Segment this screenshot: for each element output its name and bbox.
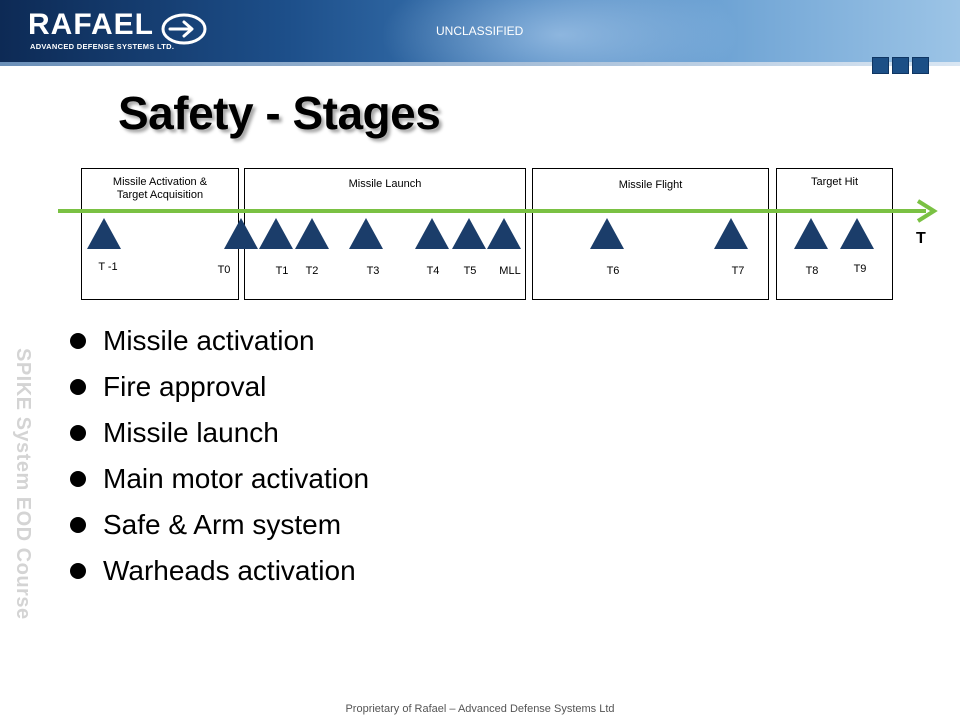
marker-label: MLL: [499, 265, 521, 277]
list-item-text: Missile activation: [103, 325, 315, 356]
marker-label: T7: [731, 265, 745, 277]
list-item: Warheads activation: [70, 548, 369, 594]
marker-label: T5: [463, 265, 477, 277]
marker-label: T1: [275, 265, 289, 277]
marker-label: T4: [426, 265, 440, 277]
stage-label-line: Target Acquisition: [116, 189, 204, 201]
marker-triangle: [714, 218, 748, 249]
list-item: Missile activation: [70, 318, 369, 364]
header-banner: [0, 0, 960, 66]
time-axis-label: T: [916, 230, 926, 247]
bullet-dot-icon: [70, 517, 86, 533]
marker-label: T3: [366, 265, 380, 277]
marker-label: T2: [305, 265, 319, 277]
marker-triangle: [295, 218, 329, 249]
company-logo-text: RAFAEL: [28, 8, 154, 41]
bullet-dot-icon: [70, 333, 86, 349]
timeline-arrow: [58, 199, 938, 223]
timeline-arrowhead: [916, 199, 938, 223]
list-item-text: Safe & Arm system: [103, 509, 342, 540]
bullet-dot-icon: [70, 563, 86, 579]
list-item-text: Missile launch: [103, 417, 279, 448]
list-item: Missile launch: [70, 410, 369, 456]
stage-label: Missile Flight: [618, 179, 683, 191]
corner-square: [912, 57, 929, 74]
stage-label-line: Missile Activation &: [112, 176, 208, 188]
safety-stage-list: Missile activation Fire approval Missile…: [70, 318, 369, 594]
stage-label: Missile Launch: [348, 178, 422, 190]
company-logo-subtitle: ADVANCED DEFENSE SYSTEMS LTD.: [30, 42, 175, 51]
marker-triangle: [487, 218, 521, 249]
list-item-text: Warheads activation: [103, 555, 356, 586]
marker-label: T0: [217, 264, 231, 276]
marker-triangle: [224, 218, 258, 249]
rafael-logo-icon: [161, 13, 207, 45]
corner-squares: [872, 57, 929, 74]
marker-triangle: [840, 218, 874, 249]
classification-label: UNCLASSIFIED: [436, 24, 524, 38]
marker-triangle: [590, 218, 624, 249]
stage-label: Target Hit: [810, 176, 859, 188]
list-item: Safe & Arm system: [70, 502, 369, 548]
bullet-dot-icon: [70, 379, 86, 395]
bullet-dot-icon: [70, 471, 86, 487]
stage-label: Missile Activation & Target Acquisition: [82, 176, 238, 202]
footer-text: Proprietary of Rafael – Advanced Defense…: [345, 703, 615, 715]
list-item: Fire approval: [70, 364, 369, 410]
marker-triangle: [259, 218, 293, 249]
marker-label: T8: [805, 265, 819, 277]
bullet-dot-icon: [70, 425, 86, 441]
course-side-label: SPIKE System EOD Course: [12, 348, 34, 620]
banner-divider: [0, 62, 960, 66]
list-item-text: Fire approval: [103, 371, 267, 402]
marker-triangle: [87, 218, 121, 249]
corner-square: [872, 57, 889, 74]
corner-square: [892, 57, 909, 74]
marker-triangle: [349, 218, 383, 249]
list-item-text: Main motor activation: [103, 463, 370, 494]
list-item: Main motor activation: [70, 456, 369, 502]
marker-label: T9: [853, 263, 867, 275]
marker-label: T6: [606, 265, 620, 277]
marker-triangle: [415, 218, 449, 249]
slide-title: Safety - Stages: [118, 87, 441, 139]
marker-label: T -1: [98, 261, 118, 273]
marker-triangle: [452, 218, 486, 249]
banner-glow: [380, 0, 740, 66]
marker-triangle: [794, 218, 828, 249]
